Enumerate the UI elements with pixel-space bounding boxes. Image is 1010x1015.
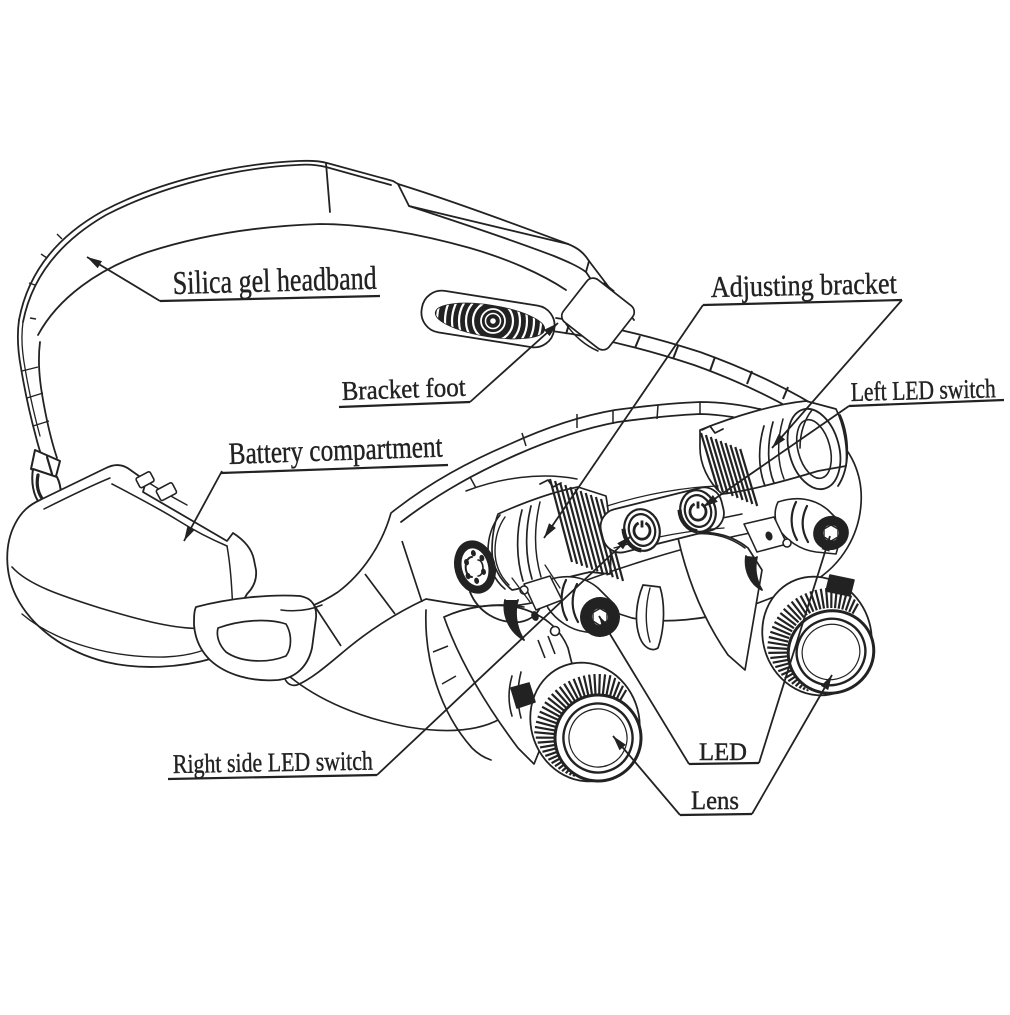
svg-text:Lens: Lens bbox=[691, 786, 739, 815]
svg-text:Battery compartment: Battery compartment bbox=[228, 429, 443, 471]
svg-text:Bracket foot: Bracket foot bbox=[341, 372, 466, 406]
svg-text:Right side LED switch: Right side LED switch bbox=[173, 746, 374, 779]
svg-text:Silica gel headband: Silica gel headband bbox=[172, 261, 377, 302]
svg-text:LED: LED bbox=[699, 739, 747, 766]
svg-text:Left LED switch: Left LED switch bbox=[850, 373, 996, 407]
svg-text:Adjusting bracket: Adjusting bracket bbox=[710, 267, 897, 304]
